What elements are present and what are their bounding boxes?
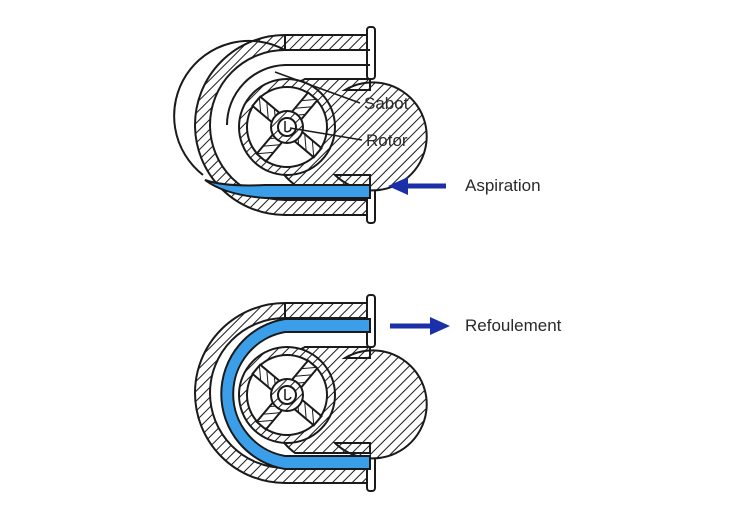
pump-refoulement-panel xyxy=(194,294,428,492)
sabot-leader-line xyxy=(274,71,361,104)
aspiration-label: Aspiration xyxy=(465,176,541,195)
pump-aspiration-panel xyxy=(173,26,428,224)
fluid-aspiration xyxy=(204,179,371,199)
tube-empty xyxy=(173,39,370,176)
refoulement-arrow-icon xyxy=(390,317,450,335)
rotor-leader-line xyxy=(289,127,363,141)
rotor-label: Rotor xyxy=(366,131,408,150)
aspiration-arrow-icon xyxy=(388,177,446,195)
refoulement-label: Refoulement xyxy=(465,316,562,335)
fluid-refoulement xyxy=(220,318,371,470)
sabot-label: Sabot xyxy=(364,94,409,113)
